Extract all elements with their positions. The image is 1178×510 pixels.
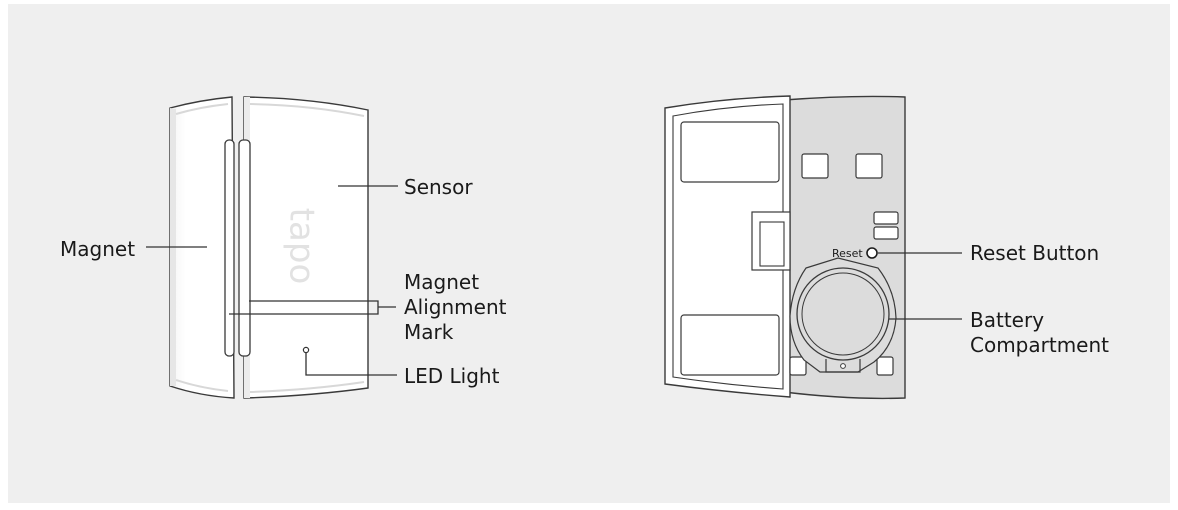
back-cover-inner — [672, 103, 784, 390]
sensor-groove — [238, 139, 251, 357]
cover-pad-top — [680, 121, 780, 183]
sensor-body — [243, 96, 369, 399]
magnet-label: Magnet — [60, 237, 135, 261]
panel-slot-4 — [873, 226, 899, 240]
reset-small-label: Reset — [832, 247, 863, 260]
battery-label-line1: Battery — [970, 308, 1044, 332]
alignment-label-line2: Alignment — [404, 295, 507, 319]
alignment-label-line1: Magnet — [404, 270, 479, 294]
sensor-bottom-arc — [249, 381, 365, 393]
magnet-bottom-arc — [175, 379, 229, 392]
cover-latch-inner — [759, 221, 785, 267]
battery-label-line2: Compartment — [970, 333, 1109, 357]
alignment-mark-bracket — [229, 300, 396, 315]
open-view: Reset Reset Button Battery Compartment — [664, 95, 1109, 400]
battery-coin-inner — [801, 272, 885, 356]
magnet-groove — [224, 139, 235, 357]
led-leader — [305, 353, 397, 376]
sensor-label: Sensor — [404, 175, 473, 199]
battery-coin-cell — [796, 267, 890, 361]
front-view: tapo Magnet Sensor Magnet Alignment Mark… — [60, 96, 507, 399]
battery-clip — [825, 359, 861, 373]
panel-slot-1 — [801, 153, 829, 179]
panel-slot-5 — [789, 356, 807, 376]
panel-slot-3 — [873, 211, 899, 225]
magnet-top-arc — [175, 103, 229, 115]
panel-slot-2 — [855, 153, 883, 179]
sensor-top-arc — [249, 103, 365, 117]
alignment-label-line3: Mark — [404, 320, 454, 344]
panel-slot-6 — [876, 356, 894, 376]
reset-button-label: Reset Button — [970, 241, 1099, 265]
battery-contact-dot — [840, 363, 846, 369]
led-label: LED Light — [404, 364, 500, 388]
tapo-logo: tapo — [282, 208, 322, 285]
cover-pad-bottom — [680, 314, 780, 376]
led-light-dot — [302, 346, 310, 354]
reset-button-icon — [866, 247, 878, 259]
